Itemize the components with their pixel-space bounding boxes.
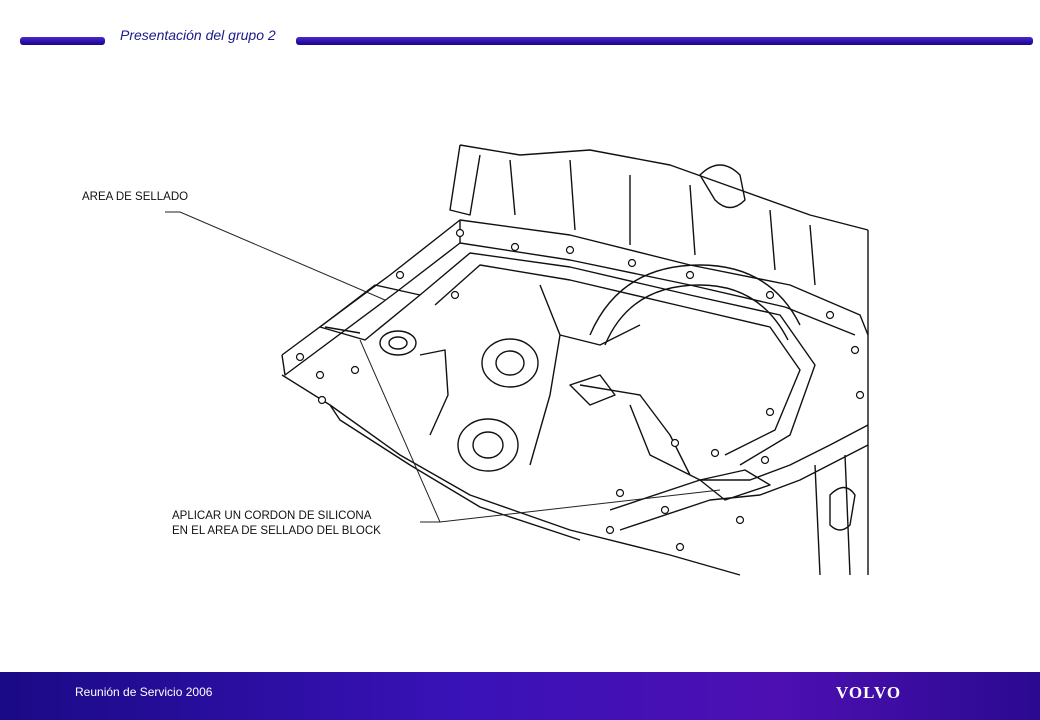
volvo-logo: VOLVO	[836, 683, 902, 702]
apply-silicone-label-line1: APLICAR UN CORDON DE SILICONA	[172, 510, 372, 522]
slide-title: Presentación del grupo 2	[120, 27, 276, 43]
footer-event-text: Reunión de Servicio 2006	[75, 685, 213, 699]
header-bar-right	[296, 37, 1033, 45]
apply-silicone-label-line2: EN EL AREA DE SELLADO DEL BLOCK	[172, 525, 381, 537]
sealing-area-label: AREA DE SELLADO	[82, 191, 189, 203]
header-bar-left	[20, 37, 105, 45]
footer-bar: Reunión de Servicio 2006 VOLVO	[0, 672, 1040, 720]
